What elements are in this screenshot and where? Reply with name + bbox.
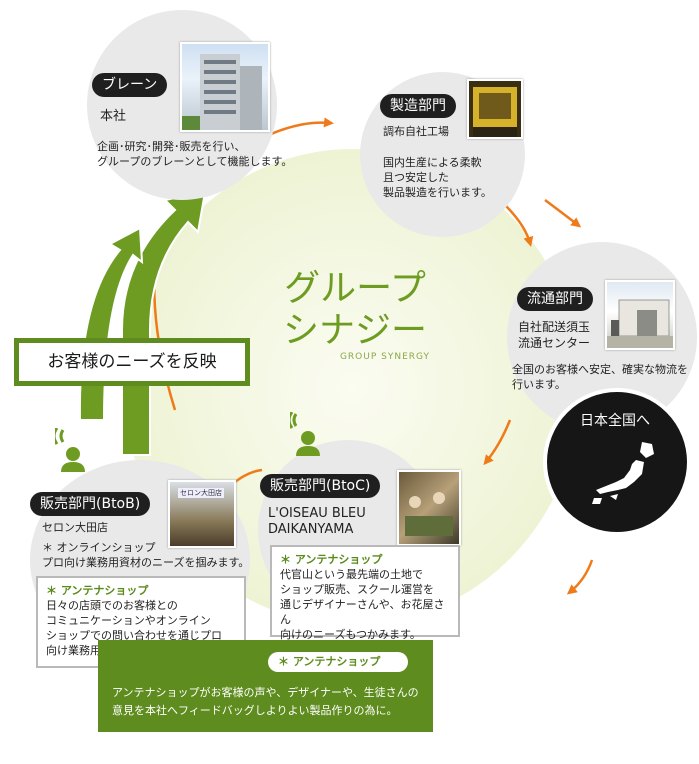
- btoc-box-title: ＊ アンテナショップ: [280, 553, 383, 566]
- center-title: グループ シナジー GROUP SYNERGY: [270, 268, 440, 362]
- btoc-label: 販売部門(BtoC): [260, 474, 381, 498]
- brain-photo: [180, 42, 270, 132]
- arrow-distribution-to-btoc: [483, 419, 512, 466]
- antenna-footer-pill: ＊ アンテナショップ: [268, 652, 408, 672]
- antenna-footer-pill-text: ＊ アンテナショップ: [278, 655, 381, 668]
- btoc-name-line2: DAIKANYAMA: [268, 522, 354, 537]
- factory-machine-icon: [473, 87, 517, 137]
- distribution-label: 流通部門: [517, 287, 593, 311]
- btob-photo-sign: セロン大田店: [178, 488, 224, 498]
- btob-box-line1: 日々の店頭でのお客様との: [46, 599, 178, 612]
- arrow-nationwide-to-footer: [566, 559, 594, 595]
- customer-needs-box: お客様のニーズを反映: [14, 338, 250, 386]
- center-title-line1: グループ: [284, 268, 426, 309]
- office-building-icon: [182, 54, 262, 130]
- antenna-footer-line2: 意見を本社へフィードバッグしよりよい製品作りの為に。: [112, 704, 398, 717]
- btob-box-title: ＊ アンテナショップ: [46, 584, 149, 597]
- btoc-box-line4: 向けのニーズもつかみます。: [280, 628, 421, 641]
- btob-note-line1: ＊ オンラインショップ: [42, 541, 156, 554]
- center-subtitle: GROUP SYNERGY: [339, 352, 431, 362]
- distribution-location-line2: 流通センター: [518, 336, 591, 350]
- distribution-desc-line2: 行います。: [512, 378, 566, 391]
- manufacturing-desc-line2: 且つ安定した: [383, 171, 449, 184]
- warehouse-icon: [607, 299, 673, 348]
- btob-note-line2: プロ向け業務用資材のニーズを掴みます。: [42, 556, 250, 569]
- manufacturing-desc-line3: 製品製造を行います。: [383, 186, 492, 199]
- arrow-manufacturing-to-distribution: [504, 204, 534, 247]
- center-title-line2: シナジー: [282, 310, 427, 351]
- brain-label: ブレーン: [92, 73, 168, 97]
- nationwide-label: 日本全国へ: [580, 413, 650, 429]
- shop-interior-icon: [405, 492, 453, 536]
- btob-photo: セロン大田店: [168, 480, 236, 548]
- manufacturing-desc-line1: 国内生産による柔軟: [383, 156, 482, 169]
- manufacturing-photo: [467, 79, 523, 139]
- btob-location: セロン大田店: [42, 521, 108, 534]
- btob-box-line3: ショップでの問い合わせを通じプロ: [46, 629, 222, 642]
- nationwide-circle: [543, 388, 691, 536]
- btoc-antenna-box: ＊ アンテナショップ 代官山という最先端の土地で ショップ販売、スクール運営を …: [270, 545, 460, 641]
- btoc-name-line1: L'OISEAU BLEU: [268, 506, 366, 521]
- btoc-photo: [397, 470, 461, 546]
- customer-needs-label: お客様のニーズを反映: [47, 352, 217, 372]
- btoc-person-icon: [287, 411, 320, 456]
- btoc-box-line2: ショップ販売、スクール運営を: [280, 583, 434, 596]
- manufacturing-location: 調布自社工場: [383, 125, 449, 138]
- cycle-fill: [124, 149, 580, 625]
- brain-location: 本社: [100, 109, 127, 124]
- distribution-location-line1: 自社配送須玉: [518, 320, 591, 334]
- brain-desc-line1: 企画･研究･開発･販売を行い、: [97, 140, 246, 153]
- distribution-desc-line1: 全国のお客様へ安定、確実な物流を: [512, 363, 688, 376]
- btoc-box-line3: 通じデザイナーさんや、お花屋さん: [280, 598, 445, 626]
- japan-map-icon: [592, 442, 654, 504]
- manufacturing-label: 製造部門: [380, 94, 456, 118]
- btob-person-icon: [52, 427, 85, 472]
- btob-label: 販売部門(BtoB): [30, 492, 151, 516]
- btob-box-line2: コミュニケーションやオンライン: [46, 614, 211, 627]
- distribution-photo: [605, 280, 675, 350]
- arrow-manufacturing-to-distribution-2: [544, 199, 582, 228]
- antenna-footer-line1: アンテナショップがお客様の声や、デザイナーや、生徒さんの: [112, 686, 419, 699]
- btoc-box-line1: 代官山という最先端の土地で: [280, 568, 423, 581]
- brain-desc-line2: グループのブレーンとして機能します。: [97, 155, 293, 168]
- customer-needs-inner: お客様のニーズを反映: [18, 342, 246, 382]
